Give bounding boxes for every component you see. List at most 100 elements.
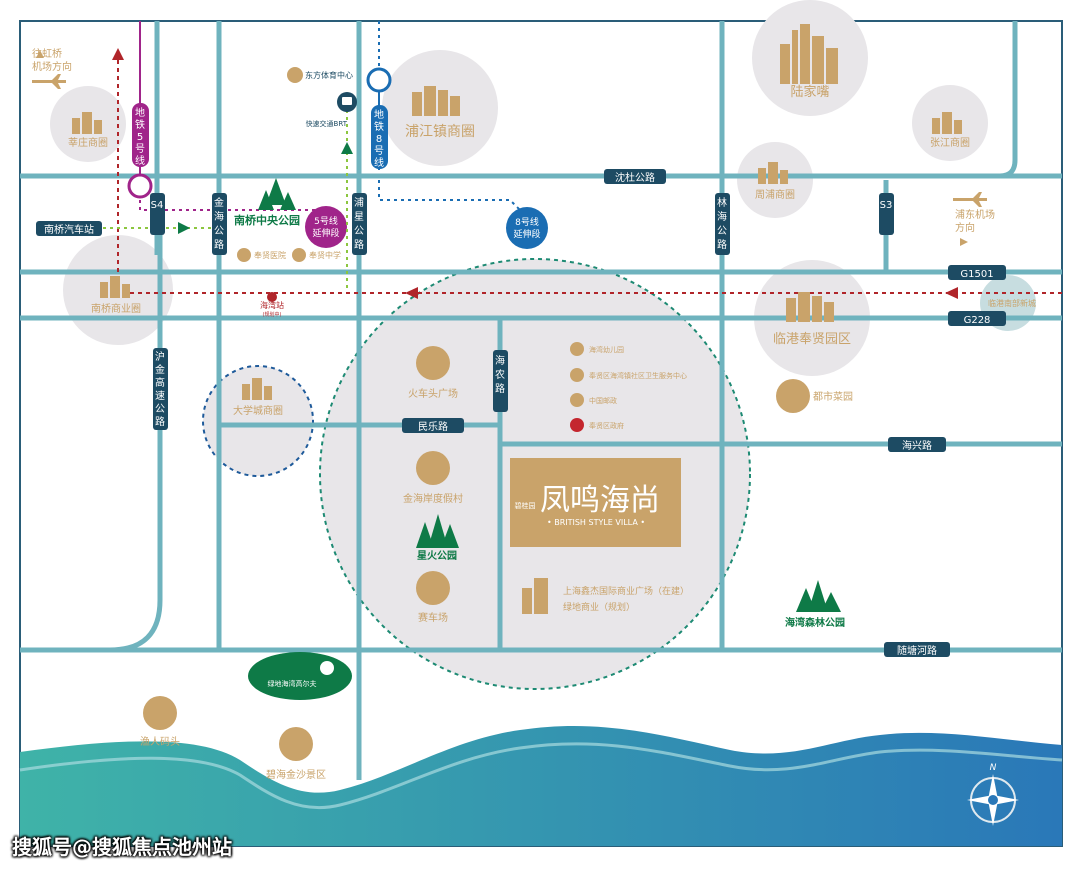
road-s3-label: S3 [880,200,893,211]
poi-golf-label: 绿地海湾高尔夫 [268,679,317,688]
poi-resort-label: 金海岸度假村 [403,492,463,505]
poi-commercial-b-label: 绿地商业（规划） [563,601,635,613]
brt-arrow-right [178,222,190,234]
metro5-ext-badge [305,206,347,248]
hospital-icon [237,248,251,262]
brt-label: 快速交通BRT [306,119,348,128]
metro8-ext-line2: 延伸段 [513,228,540,240]
district-lingang-label: 临港奉贤园区 [773,332,851,347]
plane-icons [32,50,987,246]
brt-arrow [341,142,353,154]
health-center-icon [570,368,584,382]
compass-icon [967,774,1019,826]
road-jinhai-label: 金海公路 [214,196,224,251]
poi-post-label: 中国邮政 [589,396,617,405]
district-univ-circle [202,365,314,477]
metro5-label-bg [132,103,149,167]
project-box [510,458,681,547]
road-shendu-label: 沈杜公路 [615,171,655,184]
metro8-ext-line1: 8号线 [515,216,539,228]
poi-sports-label: 东方体育中心 [305,70,353,80]
direction-pudong-2: 方向 [955,221,975,234]
poi-farm-label: 都市菜园 [813,390,853,403]
rail-arrow-left [405,287,418,299]
project-subtitle: • BRITISH STYLE VILLA • [547,518,645,527]
poi-commercial-a-label: 上海鑫杰国际商业广场（在建） [563,585,689,597]
beach-umbrella-icon [279,727,313,761]
road-haixing-label: 海兴路 [902,439,932,452]
district-nanqiao-label: 南桥商业圈 [91,302,141,315]
road-labels [36,169,1006,657]
poi-icons [143,67,810,761]
district-lingang-nf-label: 临港南部新城 [988,298,1036,308]
metro8-label-bg [371,105,388,169]
rail-line [112,48,1062,299]
district-zhangjiang-label: 张江商圈 [930,136,970,149]
haiwan-station-label: 海湾站 [260,300,284,310]
watermark-footer: 搜狐号@搜狐焦点池州站 [12,835,232,859]
road-haianong-label: 海农路 [495,354,505,395]
road-g1501-label: G1501 [960,269,993,280]
nanqiao-bus-label: 南桥汽车站 [44,223,94,236]
plane-icon-west [32,74,66,89]
poi-nanqiao-park-label: 南桥中央公园 [234,213,300,227]
resort-icon [416,451,450,485]
road-suitanghe-label: 随塘河路 [897,644,937,657]
poi-school-label: 奉贤中学 [309,250,341,260]
anchor-icon [143,696,177,730]
district-univ-label: 大学城商圈 [233,404,283,417]
poi-hospital-label: 奉贤医院 [254,250,286,260]
district-zhoupu-label: 周浦商圈 [755,188,795,201]
haiwan-station-dot [267,292,277,302]
road-hujin-label: 沪金高速公路 [155,350,165,428]
poi-health-label: 奉贤区海湾镇社区卫生服务中心 [589,371,687,380]
poi-fisherman-label: 渔人码头 [140,736,180,748]
metro8-ext-badge [506,207,548,249]
poi-gov-label: 奉贤区政府 [589,421,624,430]
farm-icon [776,379,810,413]
sports-icon [287,67,303,83]
poi-forest-label: 海湾森林公园 [785,616,845,629]
poi-xinghuo-label: 星火公园 [417,550,457,562]
poi-kindergarten-label: 海湾幼儿园 [589,345,624,354]
road-puxing-label: 浦星公路 [354,196,364,251]
metro-line-5 [127,21,347,248]
district-pujiang-label: 浦江镇商圈 [405,124,475,140]
haiwan-station-sub: (规划中) [263,311,282,318]
map-text: S4 S3 民乐路 海兴路 沈杜公路 G1501 G228 随塘河路 南桥汽车站… [32,47,1036,781]
road-s4-label: S4 [151,200,164,211]
metro8-station-icon [366,67,392,93]
metro5-station-icon [127,173,153,199]
road-linhai-label: 林海公路 [717,196,727,251]
golf-area [248,652,352,700]
poi-race-label: 赛车场 [418,611,448,624]
project-brand: 碧桂园 [515,501,536,510]
gov-star-icon [570,418,584,432]
poi-train-square-label: 火车头广场 [408,387,458,400]
metro5-ext-line2: 延伸段 [312,227,339,239]
metro5-ext-line1: 5号线 [314,215,338,227]
district-lujiazui-label: 陆家嘴 [790,84,829,100]
district-building-icons [72,24,962,614]
compass-north: N [990,763,997,773]
train-square-icon [416,346,450,380]
direction-pudong-1: 浦东机场 [955,208,995,221]
road-g228-label: G228 [964,315,991,326]
arrow-right-icon [960,238,968,246]
brt-line [40,92,357,290]
arrow-up-icon [36,50,44,58]
project-name: 凤鸣海尚 [540,483,660,518]
poi-beach-label: 碧海金沙景区 [266,768,326,781]
direction-hongqiao-1: 往虹桥 [32,47,62,60]
race-track-icon [416,571,450,605]
plane-icon-east [953,192,987,207]
sea-area [20,725,1062,846]
kindergarten-icon [570,342,584,356]
rail-arrow-up [112,48,124,60]
metro-line-8 [366,21,548,249]
